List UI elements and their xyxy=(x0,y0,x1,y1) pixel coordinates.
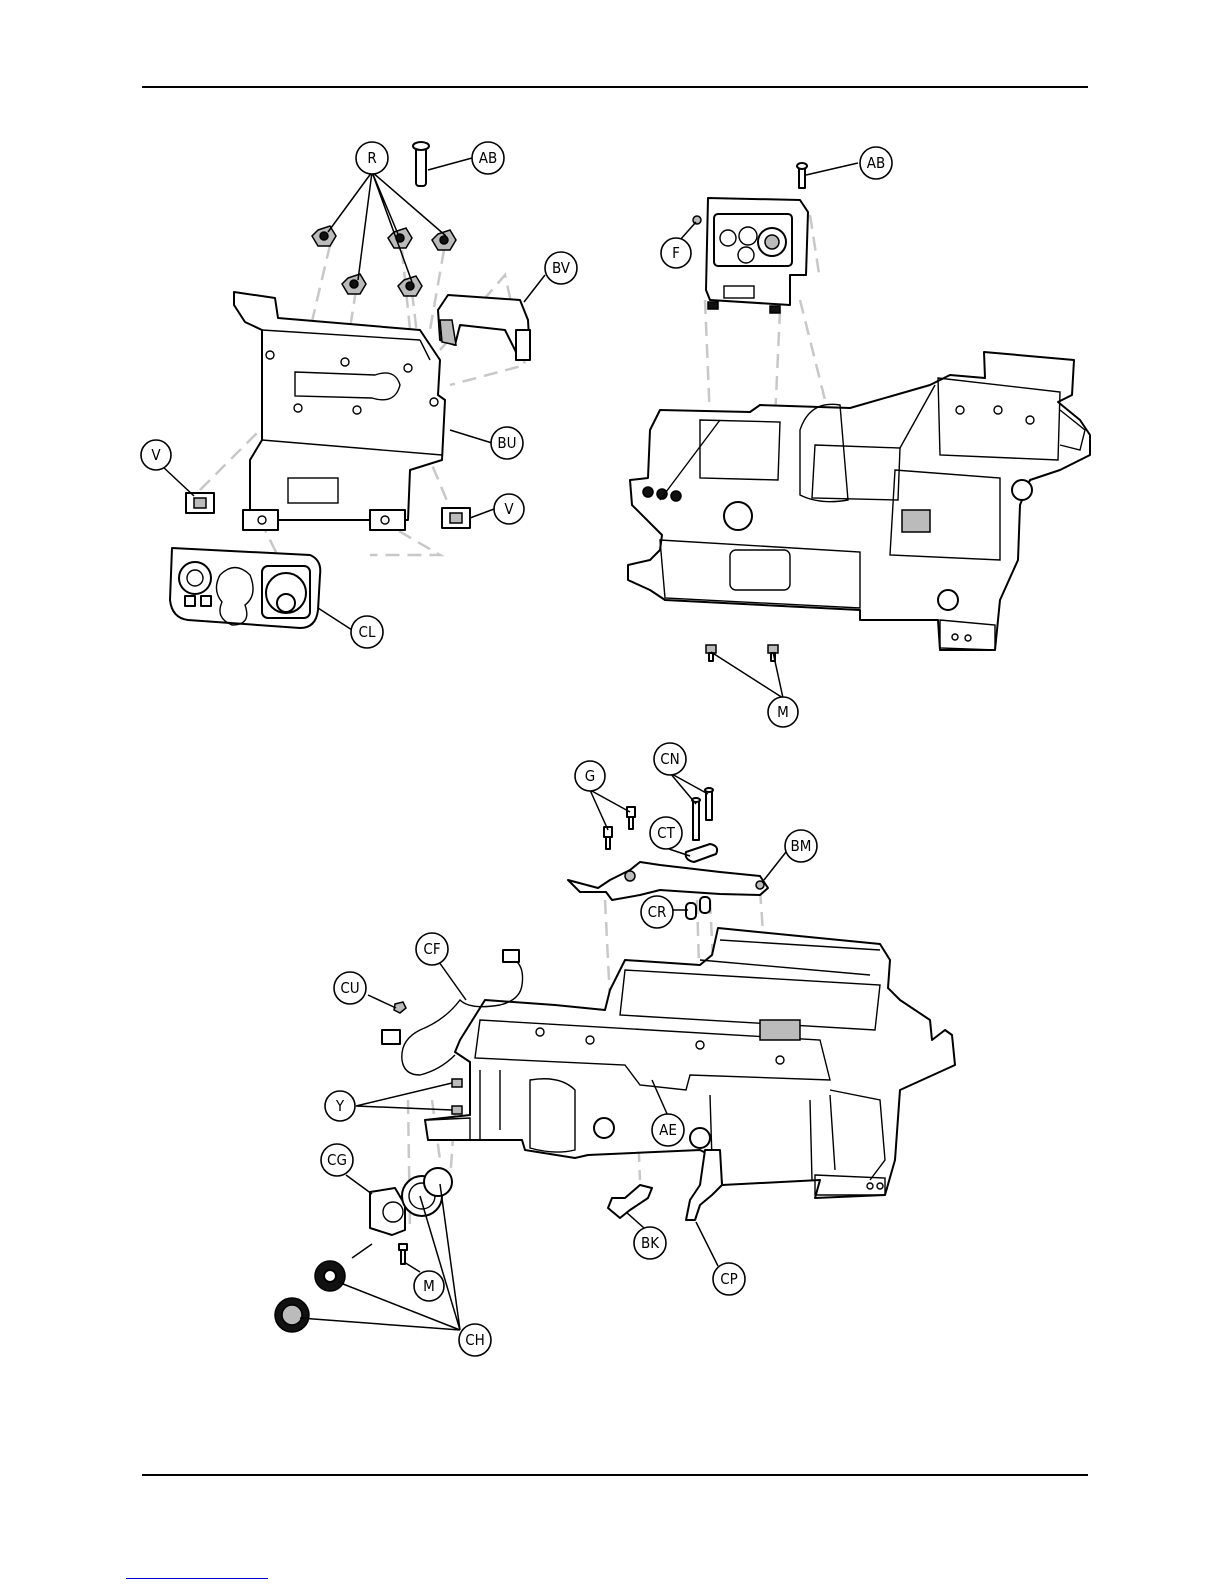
small-control-panel xyxy=(706,198,808,313)
callout-cn: CN xyxy=(654,743,686,775)
bezels-ch xyxy=(275,1168,452,1332)
clip-v-right xyxy=(442,508,470,528)
screws-cn xyxy=(692,788,713,840)
callout-cr: CR xyxy=(641,896,673,928)
svg-text:AB: AB xyxy=(479,149,498,167)
base-frame xyxy=(425,928,955,1198)
lever-cp xyxy=(686,1150,722,1220)
svg-text:AB: AB xyxy=(867,154,886,172)
callout-bm: BM xyxy=(785,830,817,862)
callout-f: F xyxy=(661,238,691,268)
callout-g: G xyxy=(575,761,605,791)
svg-text:M: M xyxy=(777,703,789,721)
screw-f xyxy=(693,216,701,224)
svg-text:CU: CU xyxy=(340,979,359,997)
pin-ab-left xyxy=(413,142,429,186)
callout-bv: BV xyxy=(545,252,577,284)
plate-ct xyxy=(686,844,717,862)
arm-bm xyxy=(568,862,768,900)
svg-text:BU: BU xyxy=(497,434,516,452)
callout-ae: AE xyxy=(652,1114,684,1146)
bracket-cg xyxy=(370,1188,405,1235)
screw-m-bottom xyxy=(399,1244,407,1264)
svg-text:CL: CL xyxy=(359,623,376,641)
nuts-r xyxy=(312,226,456,296)
screws-g xyxy=(604,807,635,849)
svg-text:CH: CH xyxy=(465,1331,485,1349)
bottom-assembly xyxy=(275,788,955,1332)
callout-ab-right: AB xyxy=(860,147,892,179)
callout-ab-left: AB xyxy=(472,142,504,174)
screws-m-top xyxy=(706,645,778,661)
svg-text:G: G xyxy=(585,767,595,785)
callout-ch: CH xyxy=(459,1324,491,1356)
svg-text:BM: BM xyxy=(791,837,812,855)
callout-cg: CG xyxy=(321,1144,353,1176)
svg-text:M: M xyxy=(423,1277,435,1295)
svg-text:CN: CN xyxy=(660,750,680,768)
svg-text:V: V xyxy=(151,446,161,464)
callout-m-bottom: M xyxy=(414,1271,444,1301)
callout-m-top: M xyxy=(768,697,798,727)
callout-y: Y xyxy=(325,1091,355,1121)
callout-cp: CP xyxy=(713,1263,745,1295)
callout-r: R xyxy=(356,142,388,174)
svg-text:CP: CP xyxy=(720,1270,738,1288)
callout-cl: CL xyxy=(351,616,383,648)
svg-text:CT: CT xyxy=(657,824,675,842)
lever-bk xyxy=(608,1185,652,1218)
hinge-bv xyxy=(438,295,530,360)
callout-bu: BU xyxy=(491,427,523,459)
svg-text:CR: CR xyxy=(648,903,667,921)
screw-ab-right xyxy=(797,163,807,188)
main-frame-top xyxy=(628,352,1090,650)
bracket-bu xyxy=(234,292,445,530)
callout-cf: CF xyxy=(416,933,448,965)
control-panel-cl xyxy=(170,548,320,628)
screws-y xyxy=(452,1079,462,1114)
svg-text:AE: AE xyxy=(659,1121,677,1139)
svg-text:F: F xyxy=(672,244,680,262)
callout-ct: CT xyxy=(650,817,682,849)
footer-link-underline xyxy=(126,1578,268,1579)
svg-text:BK: BK xyxy=(641,1234,660,1252)
top-right-assembly xyxy=(628,163,1090,661)
svg-text:CF: CF xyxy=(423,940,440,958)
top-left-assembly xyxy=(170,142,530,628)
svg-text:V: V xyxy=(504,500,514,518)
svg-text:R: R xyxy=(367,149,376,167)
callout-v-left: V xyxy=(141,440,171,470)
svg-text:CG: CG xyxy=(327,1151,347,1169)
callout-v-right: V xyxy=(494,494,524,524)
callout-bk: BK xyxy=(634,1227,666,1259)
svg-text:BV: BV xyxy=(552,259,571,277)
svg-text:Y: Y xyxy=(335,1097,345,1115)
callout-cu: CU xyxy=(334,972,366,1004)
clip-v-left xyxy=(186,493,214,513)
